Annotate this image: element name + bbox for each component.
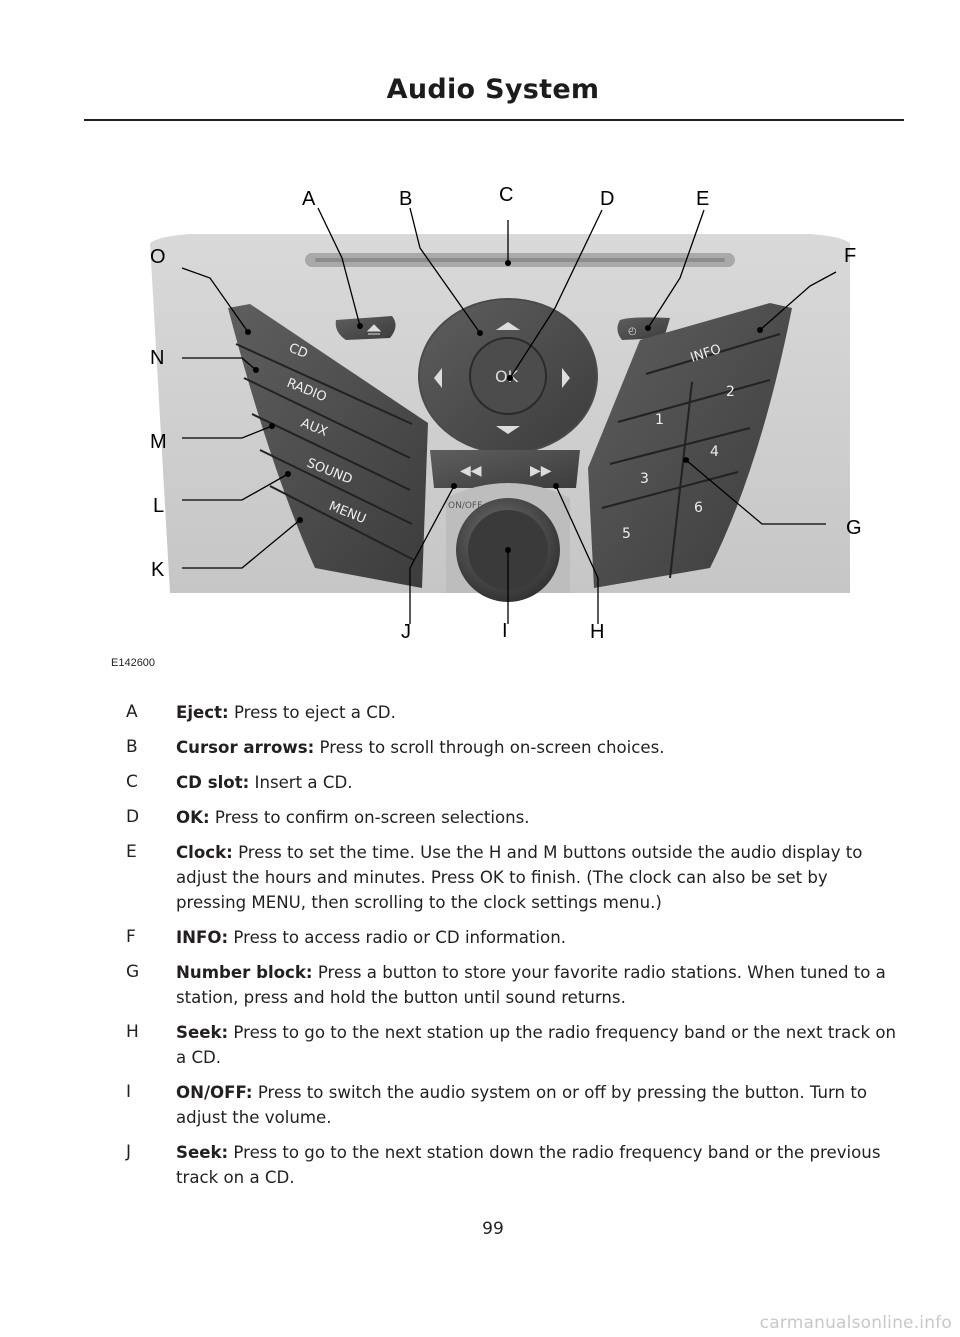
legend-item-d: D OK: Press to confirm on-screen selecti… — [0, 805, 960, 830]
callout-n: N — [150, 347, 164, 369]
clock-icon: ◴ — [628, 326, 637, 337]
preset-6-label: 6 — [694, 500, 703, 516]
legend-term: CD slot: — [176, 773, 250, 792]
callout-c: C — [499, 184, 513, 206]
callout-dots — [245, 260, 763, 553]
preset-2-label: 2 — [726, 384, 735, 400]
title-rule — [84, 119, 904, 121]
callout-a: A — [302, 188, 316, 210]
legend-description: Press a button to store your favorite ra… — [176, 963, 886, 1007]
callout-e: E — [696, 188, 709, 210]
watermark-link[interactable]: carmanualsonline.info — [759, 1313, 952, 1333]
callout-o: O — [150, 246, 166, 268]
legend-description: Press to set the time. Use the H and M b… — [176, 843, 863, 912]
legend-letter: D — [126, 807, 140, 827]
legend-description: Press to go to the next station up the r… — [176, 1023, 897, 1067]
audio-system-figure: CD RADIO AUX SOUND MENU OK ◀◀ ▶▶ ON/OFF — [110, 168, 910, 668]
left-arrow-icon — [434, 368, 442, 388]
callout-g: G — [846, 517, 862, 539]
callout-leader-lines — [181, 207, 837, 624]
legend-term: Clock: — [176, 843, 233, 862]
legend-letter: I — [126, 1082, 132, 1102]
page-number: 99 — [482, 1219, 504, 1239]
legend-item-e: E Clock: Press to set the time. Use the … — [0, 840, 960, 915]
seek-up-icon: ▶▶ — [530, 463, 552, 479]
ok-label: OK — [495, 367, 519, 386]
legend-letter: B — [126, 737, 138, 757]
callout-i: I — [502, 620, 508, 642]
eject-icon — [366, 324, 382, 335]
legend-term: ON/OFF: — [176, 1083, 253, 1102]
callout-m: M — [150, 431, 167, 453]
preset-5-label: 5 — [622, 526, 631, 542]
audio-panel-illustration: CD RADIO AUX SOUND MENU OK ◀◀ ▶▶ ON/OFF — [150, 184, 862, 643]
legend-description: Insert a CD. — [254, 773, 353, 792]
eject-button — [335, 316, 396, 340]
legend-item-h: H Seek: Press to go to the next station … — [0, 1020, 960, 1070]
legend-letter: E — [126, 842, 137, 862]
preset-1-label: 1 — [655, 412, 664, 428]
callout-l: L — [153, 495, 164, 517]
legend-description: Press to eject a CD. — [233, 703, 396, 722]
figure-id: E142600 — [111, 657, 156, 669]
legend-letter: C — [126, 772, 138, 792]
callout-d: D — [600, 188, 614, 210]
preset-4-label: 4 — [710, 444, 719, 460]
page-title: Audio System — [386, 74, 600, 105]
legend-term: INFO: — [176, 928, 229, 947]
clock-button — [617, 317, 670, 340]
left-button-block: CD RADIO AUX SOUND MENU — [228, 304, 428, 588]
legend-description: Press to scroll through on-screen choice… — [319, 738, 665, 757]
legend-term: OK: — [176, 808, 210, 827]
legend-description: Press to go to the next station down the… — [176, 1143, 881, 1187]
legend-letter: J — [126, 1142, 132, 1162]
right-arrow-icon — [562, 368, 570, 388]
legend-item-f: F INFO: Press to access radio or CD info… — [0, 925, 960, 950]
legend-term: Seek: — [176, 1023, 229, 1042]
onoff-label: ON/OFF — [448, 501, 482, 511]
callout-f: F — [844, 245, 856, 267]
legend-list: A Eject: Press to eject a CD. B Cursor a… — [0, 700, 960, 1200]
callout-k: K — [151, 559, 165, 581]
legend-item-c: C CD slot: Insert a CD. — [0, 770, 960, 795]
legend-item-j: J Seek: Press to go to the next station … — [0, 1140, 960, 1190]
legend-term: Number block: — [176, 963, 313, 982]
legend-item-g: G Number block: Press a button to store … — [0, 960, 960, 1010]
callout-h: H — [590, 621, 604, 643]
seek-buttons — [430, 450, 580, 488]
callout-b: B — [399, 188, 412, 210]
legend-description: Press to access radio or CD information. — [233, 928, 566, 947]
legend-item-b: B Cursor arrows: Press to scroll through… — [0, 735, 960, 760]
preset-button-block: INFO 1 2 3 4 5 6 — [588, 303, 792, 588]
legend-description: Press to switch the audio system on or o… — [176, 1083, 868, 1127]
legend-term: Eject: — [176, 703, 229, 722]
legend-term: Cursor arrows: — [176, 738, 315, 757]
legend-letter: F — [126, 927, 136, 947]
legend-term: Seek: — [176, 1143, 229, 1162]
cd-label: CD — [287, 341, 310, 362]
legend-item-i: I ON/OFF: Press to switch the audio syst… — [0, 1080, 960, 1130]
preset-3-label: 3 — [640, 471, 649, 487]
legend-letter: A — [126, 702, 138, 722]
seek-down-icon: ◀◀ — [460, 463, 482, 479]
up-arrow-icon — [496, 322, 520, 330]
legend-letter: G — [126, 962, 140, 982]
legend-item-a: A Eject: Press to eject a CD. — [0, 700, 960, 725]
legend-letter: H — [126, 1022, 139, 1042]
callout-j: J — [401, 621, 411, 643]
down-arrow-icon — [496, 426, 520, 434]
callout-letters: A B C D E F G H I J K L M N O — [150, 184, 862, 643]
legend-description: Press to confirm on-screen selections. — [214, 808, 530, 827]
